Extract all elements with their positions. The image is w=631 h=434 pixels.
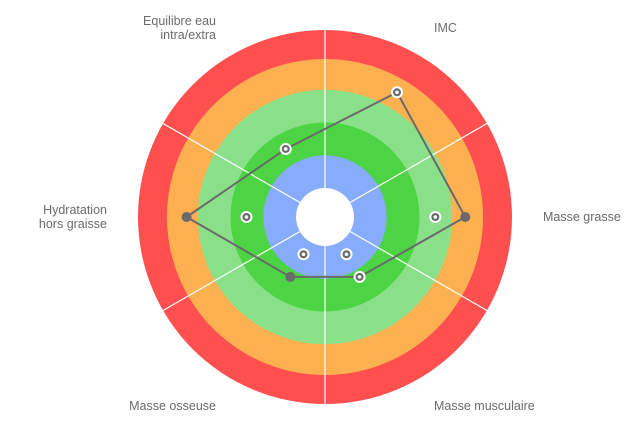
axis-label-4-line-0: Hydratation: [43, 203, 107, 217]
series-0-point-0: [391, 86, 403, 99]
axis-label-4-line-1: hors graisse: [39, 217, 107, 231]
axis-divider-2: [349, 230, 488, 312]
series-1-point-1: [429, 211, 442, 223]
axis-label-1: Masse grasse: [543, 210, 621, 224]
axis-dividers: [162, 30, 488, 404]
axis-label-2: Masse musculaire: [434, 399, 535, 413]
axis-label-3: Masse osseuse: [129, 399, 216, 413]
axis-divider-1: [349, 122, 488, 204]
axis-label-1-line-0: Masse grasse: [543, 210, 621, 224]
axis-label-3-line-0: Masse osseuse: [129, 399, 216, 413]
axis-divider-4: [162, 230, 301, 312]
series-1-point-4: [240, 211, 253, 223]
zone-band-0: [296, 188, 354, 246]
zone-bands: [138, 30, 512, 404]
series-1-point-2: [340, 248, 353, 261]
series-0-point-4: [181, 212, 192, 222]
axis-label-0: IMC: [434, 21, 457, 35]
series-0-point-5: [279, 142, 292, 155]
axis-label-5-line-1: intra/extra: [160, 28, 216, 42]
series-1-point-3: [297, 248, 310, 261]
axis-divider-5: [162, 122, 301, 204]
axis-label-2-line-0: Masse musculaire: [434, 399, 535, 413]
series-layer: [181, 86, 471, 283]
axis-label-5-line-0: Equilibre eau: [143, 14, 216, 28]
series-0-point-1: [460, 212, 471, 222]
series-0-point-2: [353, 270, 366, 283]
axis-label-0-line-0: IMC: [434, 21, 457, 35]
series-0-point-3: [285, 271, 296, 282]
